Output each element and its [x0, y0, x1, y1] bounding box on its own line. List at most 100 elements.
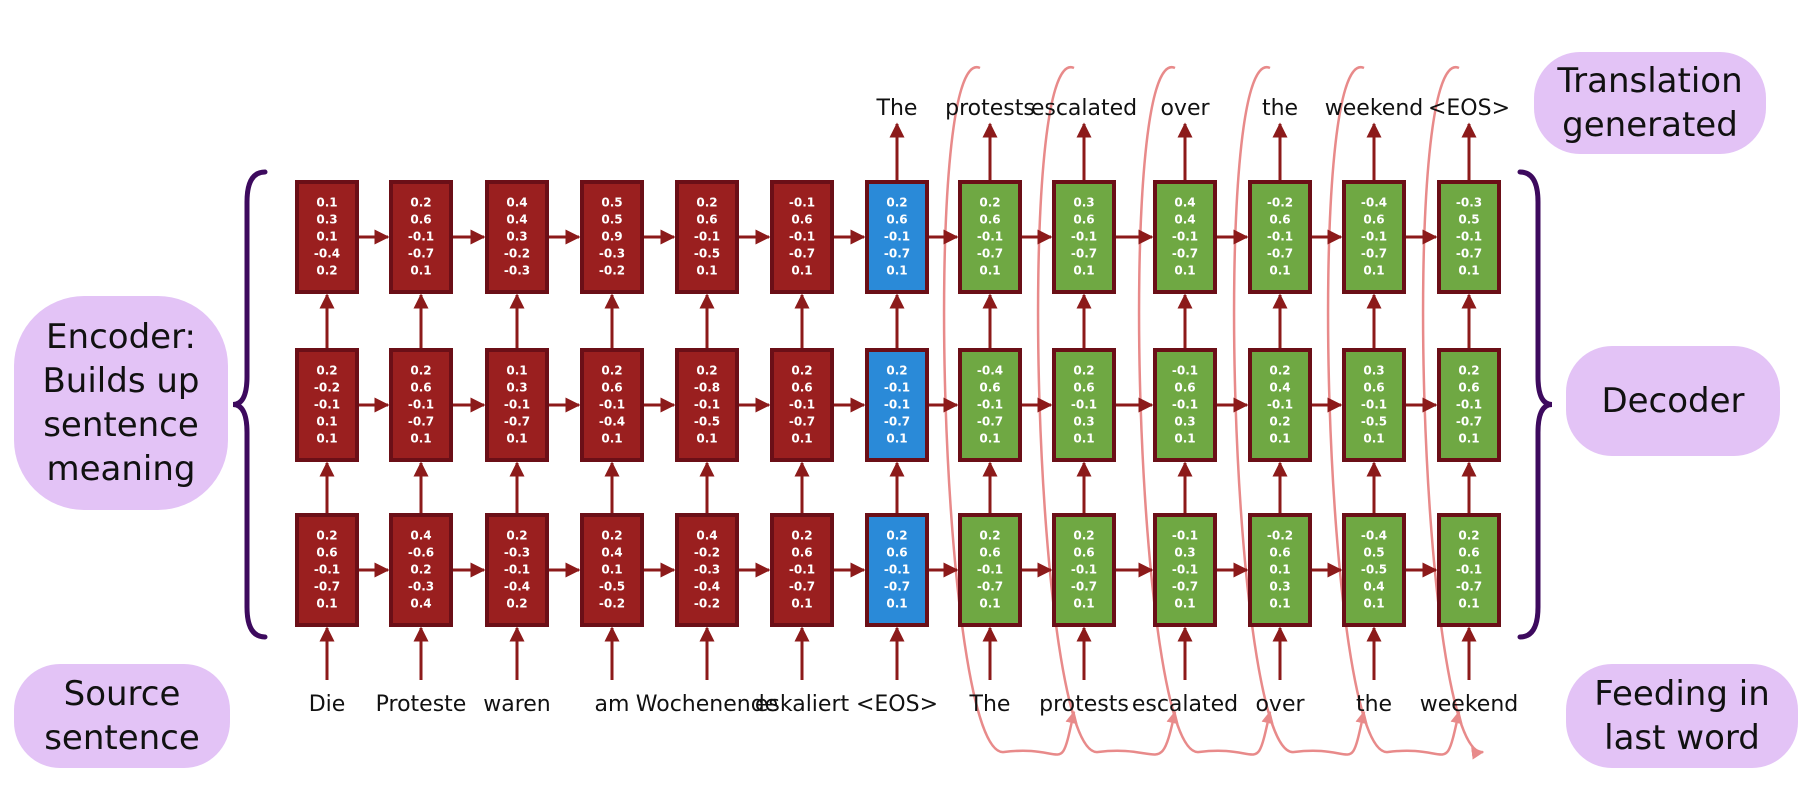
cell-value: 0.2: [791, 529, 812, 543]
cell-value: 0.1: [316, 230, 337, 244]
cell-value: 0.1: [1174, 597, 1195, 611]
cell-value: 0.4: [1363, 580, 1384, 594]
cell-value: -0.4: [1361, 196, 1387, 210]
cell-value: 0.1: [1363, 432, 1384, 446]
cell-value: -0.2: [599, 597, 625, 611]
cell-middle-9: -0.10.6-0.10.30.1: [1153, 348, 1217, 462]
output-word-1: protests: [945, 96, 1035, 121]
cell-box: [485, 180, 549, 294]
cell-value: 0.1: [979, 597, 1000, 611]
cell-top-4: 0.20.6-0.1-0.50.1: [675, 180, 739, 294]
cell-box: [1153, 180, 1217, 294]
cell-value: -0.5: [1361, 563, 1387, 577]
cell-value: -0.1: [789, 230, 815, 244]
encoder-brace: [232, 169, 268, 640]
cell-value: -0.1: [408, 398, 434, 412]
cell-value: -0.3: [1456, 196, 1482, 210]
cell-value: -0.7: [1456, 247, 1482, 261]
cell-value: 0.6: [1458, 381, 1479, 395]
cell-value: 0.2: [979, 196, 1000, 210]
cell-value: 0.2: [696, 196, 717, 210]
cell-top-10: -0.20.6-0.1-0.70.1: [1248, 180, 1312, 294]
cell-value: -0.7: [504, 415, 530, 429]
cell-box: [580, 513, 644, 627]
cell-value: 0.1: [1363, 597, 1384, 611]
cell-value: -0.1: [1361, 398, 1387, 412]
cell-value: 0.5: [601, 196, 622, 210]
cell-value: 0.1: [410, 264, 431, 278]
cell-value: -0.1: [789, 563, 815, 577]
cell-value: 0.2: [506, 529, 527, 543]
cell-value: -0.2: [599, 264, 625, 278]
cell-value: 0.1: [316, 196, 337, 210]
cell-value: -0.7: [1456, 415, 1482, 429]
cell-value: 0.6: [601, 381, 622, 395]
cell-value: 0.1: [1269, 264, 1290, 278]
cell-value: -0.2: [694, 546, 720, 560]
cell-value: 0.3: [506, 381, 527, 395]
cell-box: [389, 348, 453, 462]
cell-value: -0.7: [789, 580, 815, 594]
cell-value: 0.3: [1174, 546, 1195, 560]
cell-box: [675, 348, 739, 462]
cell-value: -0.1: [977, 230, 1003, 244]
cell-value: 0.1: [886, 264, 907, 278]
cell-value: 0.1: [601, 563, 622, 577]
cell-box: [958, 513, 1022, 627]
cell-value: 0.1: [791, 432, 812, 446]
cell-value: -0.7: [1267, 247, 1293, 261]
cell-value: -0.7: [408, 247, 434, 261]
cell-box: [1342, 348, 1406, 462]
cell-value: -0.1: [1172, 230, 1198, 244]
cell-value: 0.5: [601, 213, 622, 227]
output-word-5: weekend: [1325, 96, 1423, 121]
cell-value: -0.1: [884, 398, 910, 412]
cell-value: -0.7: [314, 580, 340, 594]
cell-value: -0.4: [504, 580, 530, 594]
cell-value: -0.1: [1172, 364, 1198, 378]
cell-top-6: 0.20.6-0.1-0.70.1: [865, 180, 929, 294]
cell-middle-2: 0.10.3-0.1-0.70.1: [485, 348, 549, 462]
cell-value: 0.2: [1073, 364, 1094, 378]
cell-value: 0.2: [1269, 415, 1290, 429]
cell-box: [770, 348, 834, 462]
feedback-loop-1: [942, 66, 1078, 756]
output-word-3: over: [1160, 96, 1210, 121]
cell-value: 0.3: [316, 213, 337, 227]
cell-middle-12: 0.20.6-0.1-0.70.1: [1437, 348, 1501, 462]
cell-value: 0.2: [316, 364, 337, 378]
cell-value: 0.9: [601, 230, 622, 244]
cell-value: -0.5: [694, 415, 720, 429]
cell-value: 0.1: [979, 264, 1000, 278]
encoder-label: Encoder: Builds up sentence meaning: [14, 296, 228, 510]
cell-value: -0.2: [1267, 529, 1293, 543]
feeding-last-word-text: Feeding in last word: [1594, 674, 1770, 758]
cell-bottom-3: 0.20.40.1-0.5-0.2: [580, 513, 644, 627]
cell-value: -0.7: [977, 580, 1003, 594]
cell-value: 0.6: [791, 381, 812, 395]
cell-value: 0.6: [410, 381, 431, 395]
cell-value: 0.6: [1269, 213, 1290, 227]
cell-value: 0.1: [886, 432, 907, 446]
cell-bottom-7: 0.20.6-0.1-0.70.1: [958, 513, 1022, 627]
cell-middle-3: 0.20.6-0.1-0.40.1: [580, 348, 644, 462]
cell-bottom-2: 0.2-0.3-0.1-0.40.2: [485, 513, 549, 627]
cell-top-1: 0.20.6-0.1-0.70.1: [389, 180, 453, 294]
cell-value: -0.1: [694, 230, 720, 244]
cell-value: 0.5: [1363, 546, 1384, 560]
cell-box: [1248, 348, 1312, 462]
cell-value: 0.6: [1269, 546, 1290, 560]
cell-value: -0.3: [408, 580, 434, 594]
cell-value: 0.3: [1073, 196, 1094, 210]
cell-value: 0.1: [1174, 264, 1195, 278]
cell-value: 0.1: [601, 432, 622, 446]
cell-value: 0.2: [410, 364, 431, 378]
cell-value: 0.2: [316, 529, 337, 543]
cell-value: 0.6: [791, 546, 812, 560]
cell-value: -0.7: [789, 415, 815, 429]
cell-value: -0.1: [977, 563, 1003, 577]
cell-box: [1052, 348, 1116, 462]
cell-value: 0.4: [410, 597, 431, 611]
source-word-9: escalated: [1132, 692, 1238, 717]
cell-value: 0.6: [1073, 381, 1094, 395]
